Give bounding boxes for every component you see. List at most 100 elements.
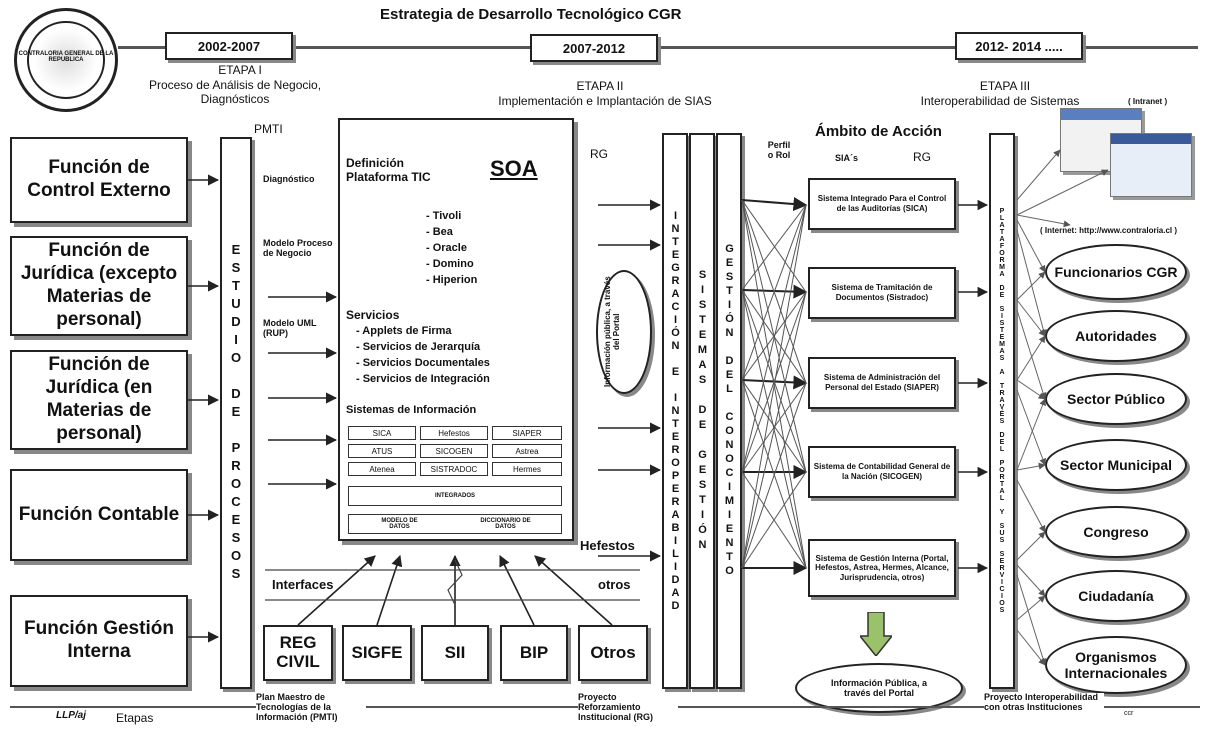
audience-autoridades: Autoridades	[1045, 310, 1187, 362]
function-contable: Función Contable	[10, 469, 188, 561]
info-publica-text: Información Pública, a través del Portal	[830, 677, 928, 698]
service-item: - Servicios de Jerarquía	[356, 341, 481, 353]
sis-cell: Hefestos	[420, 426, 488, 440]
page-title: Estrategia de Desarrollo Tecnológico CGR	[380, 6, 682, 23]
diagnostico-label: Diagnóstico	[263, 174, 315, 184]
platform-item: - Hiperion	[426, 274, 478, 286]
sia-gestion-interna: Sistema de Gestión Interna (Portal, Hefe…	[808, 539, 956, 597]
logo-text: CONTRALORIA GENERAL DE LA REPUBLICA	[18, 51, 114, 63]
sis-heading: Sistemas de Información	[346, 404, 477, 416]
platform-item: - Bea	[426, 226, 453, 238]
ambito-label: Ámbito de Acción	[815, 123, 942, 140]
sis-cell: SISTRADOC	[420, 462, 488, 476]
rg-label-1: RG	[590, 147, 608, 161]
sia-siaper: Sistema de Administración del Personal d…	[808, 357, 956, 409]
etapa1-name: ETAPA I	[218, 63, 262, 77]
estudio-procesos-column: ESTUDIO DE PROCESOS	[220, 137, 252, 689]
etapa3-name: ETAPA III	[979, 79, 1031, 93]
integrados-box: INTEGRADOS	[348, 486, 562, 506]
function-control-externo: Función de Control Externo	[10, 137, 188, 223]
sis-cell: Astrea	[492, 444, 562, 458]
diccionario-label: DICCIONARIO DE DATOS	[480, 518, 531, 530]
footer-etapas: Etapas	[116, 711, 154, 725]
sis-cell: Atenea	[348, 462, 416, 476]
footer-proyecto-inter: Proyecto Interoperabilidad con otras Ins…	[984, 692, 1104, 713]
function-juridica-personal: Función de Jurídica (en Materias de pers…	[10, 350, 188, 450]
audience-funcionarios: Funcionarios CGR	[1045, 244, 1187, 300]
interop-text: INTEGRACIÓN E INTEROPERABILIDAD	[669, 209, 682, 613]
plataforma-text: PLATAFORMA DE SISTEMAS A TRAVÉS DEL PORT…	[998, 208, 1006, 614]
system-sigfe: SIGFE	[342, 625, 412, 681]
services-heading: Servicios	[346, 308, 400, 322]
estudio-text: ESTUDIO DE PROCESOS	[228, 242, 244, 584]
service-item: - Servicios de Integración	[356, 373, 490, 385]
service-item: - Applets de Firma	[356, 325, 452, 337]
audience-sector-publico: Sector Público	[1045, 373, 1187, 425]
soa-title: SOA	[490, 156, 538, 181]
sistemas-text: SISTEMAS DE GESTIÓN	[696, 268, 709, 554]
internet-label: ( Internet: http://www.contraloria.cl )	[1040, 226, 1178, 235]
modelo-datos-box: MODELO DE DATOS DICCIONARIO DE DATOS	[348, 514, 562, 534]
sia-sicogen: Sistema de Contabilidad General de la Na…	[808, 446, 956, 498]
cgr-logo: CONTRALORIA GENERAL DE LA REPUBLICA	[14, 8, 118, 112]
portal-screenshot	[1110, 133, 1192, 197]
platform-item: - Oracle	[426, 242, 467, 254]
soa-box: Definición Plataforma TIC SOA - Tivoli -…	[338, 118, 574, 541]
etapa2-desc: Implementación e Implantación de SIAS	[498, 94, 712, 108]
timeline-line	[118, 46, 1198, 49]
sias-label: SIA´s	[835, 153, 859, 163]
sis-cell: SICOGEN	[420, 444, 488, 458]
hefestos-label: Hefestos	[580, 538, 635, 553]
interfaces-label: Interfaces	[272, 577, 334, 592]
sia-sistradoc: Sistema de Tramitación de Documentos (Si…	[808, 267, 956, 319]
footer-ccr: ccr	[1124, 710, 1134, 717]
platform-list: - Tivoli - Bea - Oracle - Domino - Hiper…	[426, 208, 477, 288]
service-item: - Servicios Documentales	[356, 357, 490, 369]
function-juridica-excepto: Función de Jurídica (excepto Materias de…	[10, 236, 188, 336]
system-sii: SII	[421, 625, 489, 681]
system-bip: BIP	[500, 625, 568, 681]
period-2012: 2012- 2014 .....	[955, 32, 1083, 60]
sia-sica: Sistema Integrado Para el Control de las…	[808, 178, 956, 230]
etapa1-desc: Proceso de Análisis de Negocio, Diagnóst…	[148, 78, 322, 106]
etapa3-desc: Interoperabilidad de Sistemas	[920, 94, 1080, 108]
audience-sector-municipal: Sector Municipal	[1045, 439, 1187, 491]
soa-heading: Definición Plataforma TIC	[346, 156, 431, 184]
column-gestion-conocimiento: GESTIÓN DEL CONOCIMIENTO	[716, 133, 742, 689]
footer-proyecto-rg: Proyecto Reforzamiento Institucional (RG…	[578, 692, 678, 723]
system-reg-civil: REG CIVIL	[263, 625, 333, 681]
column-interoperabilidad: INTEGRACIÓN E INTEROPERABILIDAD	[662, 133, 688, 689]
system-otros: Otros	[578, 625, 648, 681]
audience-congreso: Congreso	[1045, 506, 1187, 558]
down-arrow-icon	[858, 611, 894, 661]
audience-organismos: Organismos Internacionales	[1045, 636, 1187, 694]
modelo-proceso-label: Modelo Proceso de Negocio	[263, 238, 333, 258]
sis-cell: SICA	[348, 426, 416, 440]
portal-ellipse: Información pública, a través del Portal	[596, 270, 652, 394]
perfil-label: Perfil o Rol	[767, 140, 791, 160]
column-sistemas-gestion: SISTEMAS DE GESTIÓN	[689, 133, 715, 689]
services-list: - Applets de Firma - Servicios de Jerarq…	[356, 323, 490, 387]
platform-item: - Tivoli	[426, 210, 462, 222]
function-gestion-interna: Función Gestión Interna	[10, 595, 188, 687]
period-2002: 2002-2007	[165, 32, 293, 60]
rg-label-2: RG	[913, 150, 931, 164]
column-plataforma: PLATAFORMA DE SISTEMAS A TRAVÉS DEL PORT…	[989, 133, 1015, 689]
sis-cell: Hermes	[492, 462, 562, 476]
platform-item: - Domino	[426, 258, 474, 270]
modelo-datos-label: MODELO DE DATOS	[381, 518, 418, 530]
sis-cell: SIAPER	[492, 426, 562, 440]
intranet-label: ( Intranet )	[1128, 97, 1168, 106]
sis-cell: ATUS	[348, 444, 416, 458]
info-publica-ellipse: Información Pública, a través del Portal	[795, 663, 963, 713]
otros-label: otros	[598, 577, 631, 592]
audience-ciudadania: Ciudadanía	[1045, 570, 1187, 622]
gestion-text: GESTIÓN DEL CONOCIMIENTO	[723, 243, 736, 579]
modelo-uml-label: Modelo UML (RUP)	[263, 318, 317, 338]
period-2007: 2007-2012	[530, 34, 658, 62]
pmti-label: PMTI	[254, 122, 283, 136]
footer-plan: Plan Maestro de Tecnologías de la Inform…	[256, 692, 366, 723]
footer-llp: LLP/aj	[56, 710, 87, 721]
etapa2-name: ETAPA II	[576, 79, 624, 93]
